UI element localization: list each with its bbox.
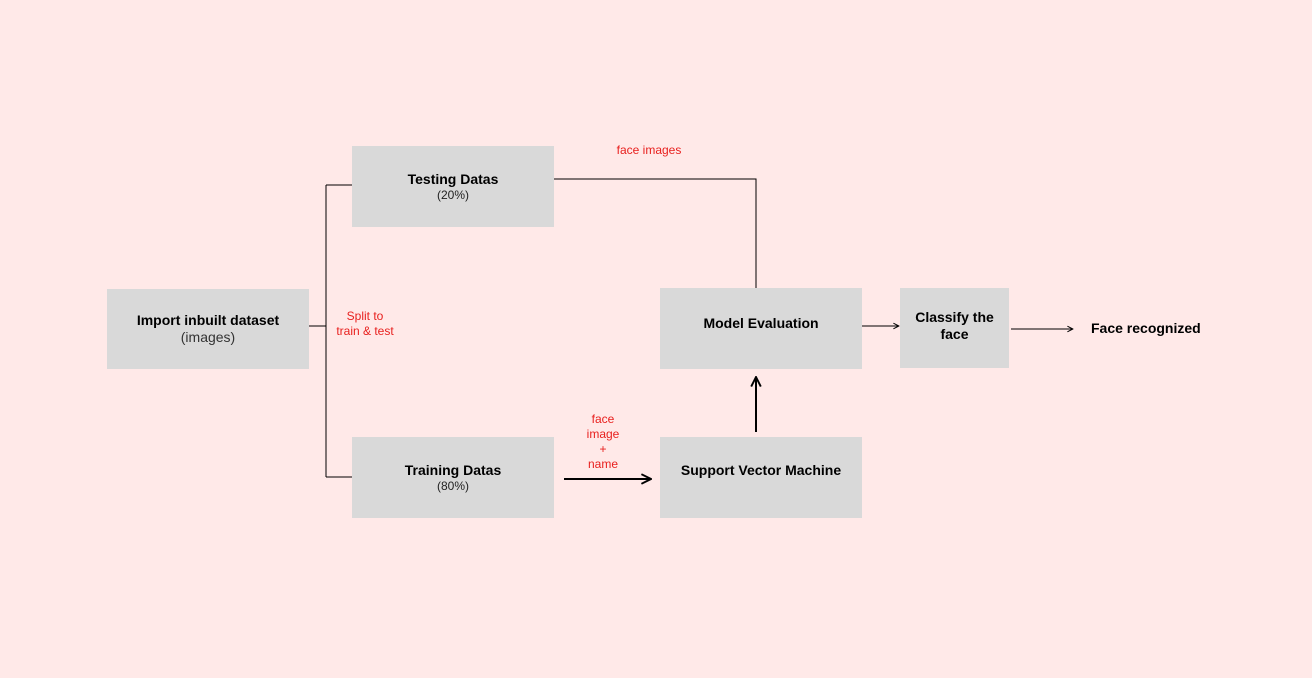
split-label: Split to train & test — [336, 309, 394, 338]
split-connector — [309, 184, 352, 478]
model-evaluation-node: Model Evaluation — [660, 288, 862, 369]
training-data-node: Training Datas (80%) — [352, 437, 554, 518]
training-data-title: Training Datas — [404, 462, 502, 478]
svm-title: Support Vector Machine — [680, 462, 842, 478]
testing-data-subtitle: (20%) — [436, 188, 469, 202]
import-dataset-title: Import inbuilt dataset — [136, 312, 280, 328]
testing-to-evaluation-connector — [554, 178, 757, 288]
testing-data-node: Testing Datas (20%) — [352, 146, 554, 227]
import-dataset-subtitle: (images) — [180, 329, 236, 345]
classify-face-title: Classify the face — [915, 309, 994, 342]
svm-node: Support Vector Machine — [660, 437, 862, 518]
face-recognized-output: Face recognized — [1091, 320, 1201, 336]
face-images-label: face images — [616, 143, 682, 157]
training-data-subtitle: (80%) — [436, 479, 469, 493]
import-dataset-node: Import inbuilt dataset (images) — [107, 289, 309, 369]
model-evaluation-title: Model Evaluation — [703, 315, 819, 331]
classify-face-node: Classify the face — [900, 288, 1009, 368]
face-image-name-label: face image + name — [586, 412, 620, 471]
testing-data-title: Testing Datas — [407, 171, 499, 187]
